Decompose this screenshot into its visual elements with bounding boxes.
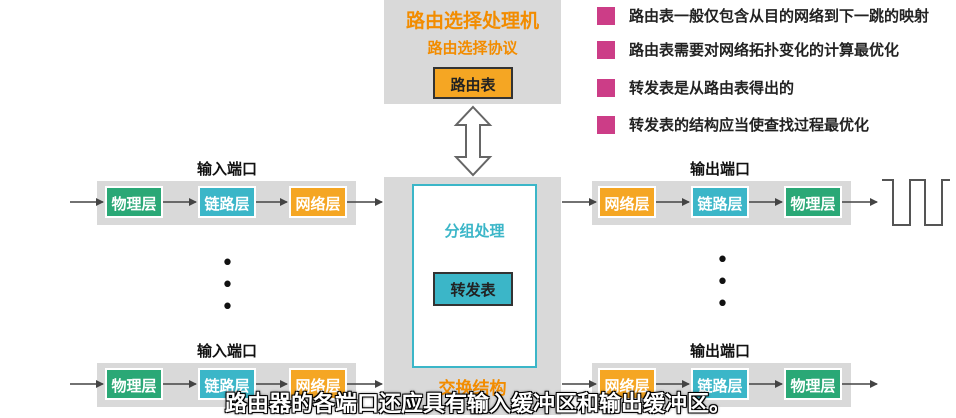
layer-label: 链路层 <box>204 377 250 395</box>
routing-processor-title: 路由选择处理机 <box>405 10 539 32</box>
layer-label: 链路层 <box>697 377 743 395</box>
legend-text: 路由表一般仅包含从目的网络到下一跳的映射 <box>629 7 930 25</box>
forwarding-table-label: 转发表 <box>450 281 496 299</box>
legend-square-icon <box>597 116 615 134</box>
legend-square-icon <box>597 79 615 97</box>
input-port-title-top: 输入端口 <box>196 160 257 178</box>
ellipsis-dot: • <box>221 251 234 276</box>
layer-label: 网络层 <box>604 377 650 395</box>
input-physical-layer: 物理层 <box>105 186 163 218</box>
output-physical-layer: 物理层 <box>784 368 842 400</box>
video-subtitle: 路由器的各端口还应具有输入缓冲区和输出缓冲区。 <box>224 392 731 417</box>
layer-label: 网络层 <box>295 377 341 395</box>
layer-label: 链路层 <box>697 195 743 213</box>
layer-label: 网络层 <box>604 195 650 213</box>
layer-label: 链路层 <box>204 195 250 213</box>
legend-square-icon <box>597 41 615 59</box>
routing-table-label: 路由表 <box>450 76 496 94</box>
routing-protocol-label: 路由选择协议 <box>427 39 518 57</box>
input-physical-layer: 物理层 <box>105 368 163 400</box>
ellipsis-dot: • <box>716 270 729 295</box>
input-link-layer: 链路层 <box>198 368 256 400</box>
input-link-layer: 链路层 <box>198 186 256 218</box>
ellipsis-dot: • <box>716 248 729 273</box>
input-network-layer: 网络层 <box>289 186 347 218</box>
output-link-layer: 链路层 <box>691 368 749 400</box>
double-arrow-icon <box>453 105 493 177</box>
legend-square-icon <box>597 7 615 25</box>
routing-table-box: 路由表 <box>433 67 513 99</box>
layer-label: 网络层 <box>295 195 341 213</box>
output-port-title-top: 输出端口 <box>689 160 750 178</box>
input-port-title-bottom: 输入端口 <box>196 342 257 360</box>
legend-text: 转发表的结构应当使查找过程最优化 <box>629 116 870 134</box>
ellipsis-dot: • <box>221 295 234 320</box>
ellipsis-dot: • <box>716 292 729 317</box>
legend-text: 路由表需要对网络拓扑变化的计算最优化 <box>629 41 900 59</box>
switch-fabric-label: 交换结构 <box>438 379 507 399</box>
layer-label: 物理层 <box>111 195 157 213</box>
legend-text: 转发表是从路由表得出的 <box>629 79 795 97</box>
layer-label: 物理层 <box>790 377 836 395</box>
output-network-layer: 网络层 <box>598 368 656 400</box>
output-link-layer: 链路层 <box>691 186 749 218</box>
ellipsis-dot: • <box>221 273 234 298</box>
layer-label: 物理层 <box>111 377 157 395</box>
input-network-layer: 网络层 <box>289 368 347 400</box>
output-port-title-bottom: 输出端口 <box>689 342 750 360</box>
forwarding-table-box: 转发表 <box>433 272 513 306</box>
packet-processing-label: 分组处理 <box>444 222 505 240</box>
layer-label: 物理层 <box>790 195 836 213</box>
signal-wave-icon <box>882 179 950 226</box>
output-network-layer: 网络层 <box>598 186 656 218</box>
output-physical-layer: 物理层 <box>784 186 842 218</box>
